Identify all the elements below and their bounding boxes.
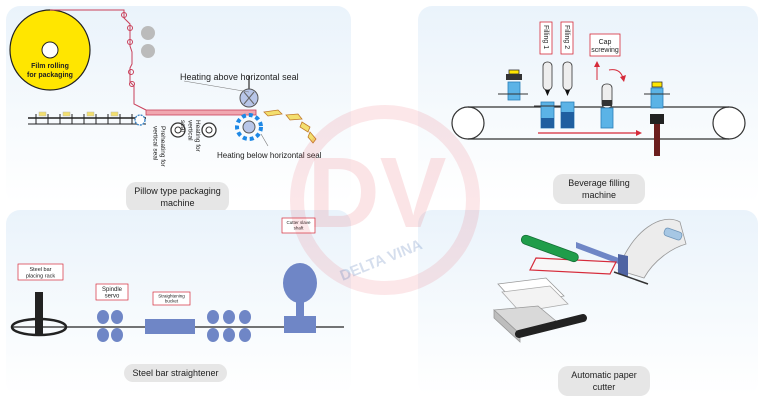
pillow-caption: Pillow type packaging machine: [126, 182, 229, 212]
filling-nozzle-1: [542, 61, 553, 91]
conveyor-products: [38, 111, 119, 117]
beverage-caption: Beverage filling machine: [553, 174, 645, 204]
bottle-capping: [600, 107, 614, 129]
film-tube: [145, 109, 257, 116]
upper-seal-jaw-mark: [243, 91, 255, 105]
film-path: [50, 9, 147, 111]
film-guide-roller: [121, 12, 127, 18]
placing-rack-post: [35, 292, 43, 334]
filling1-label: Filling 1: [542, 25, 549, 49]
cutter-column: [296, 302, 304, 316]
preheat-roller: [170, 122, 186, 138]
conveyor-pulley-left: [451, 106, 485, 140]
preheat-roller-hub: [174, 126, 182, 134]
pinch-roller: [141, 44, 155, 58]
paper-caption: Automatic paper cutter: [558, 366, 650, 396]
capper-base: [650, 114, 664, 124]
cutter-guide-bar: [613, 271, 649, 285]
film-guide-roller: [129, 81, 135, 87]
cutter-label-box: [281, 217, 316, 234]
placing-rack-label-box: [17, 263, 64, 281]
cap-screw-chuck: [602, 100, 612, 106]
heating-vertical-label: Heating forverticalseal: [179, 120, 201, 153]
paper-roll-sheet: [617, 218, 687, 279]
cut-sheet: [501, 285, 569, 313]
cutter-bracket: [618, 254, 628, 276]
cap-finished: [651, 81, 663, 88]
preheating-label-group: Preheating forvertical seal: [152, 126, 167, 168]
nozzle-tip-2: [565, 90, 570, 96]
filling2-label-box: [560, 21, 574, 55]
cap-feeder: [506, 74, 522, 80]
lift-arrow-head: [594, 61, 600, 67]
capper-post: [654, 124, 660, 156]
straightening-bucket: [145, 319, 195, 334]
filling2-label-group: Filling 2: [563, 25, 570, 49]
vertical-seal-roller-hub: [205, 126, 213, 134]
leader-line: [260, 133, 269, 147]
heating-below-label: Heating below horizontal seal: [217, 151, 322, 160]
flow-arrow-head: [636, 130, 642, 136]
paper-feed: [529, 257, 617, 275]
feed-roller: [520, 234, 579, 263]
film-guide-roller: [127, 25, 133, 31]
leader-line: [183, 80, 250, 93]
filling-nozzle-2: [562, 61, 573, 91]
cap-screwing-label-box: [589, 33, 621, 57]
forming-wheel: [134, 114, 146, 126]
spindle-label-box: [95, 283, 129, 301]
heating-vertical-label-group: Heating forverticalseal: [179, 120, 201, 153]
rotate-arrow-head: [620, 75, 626, 82]
conveyor-pushers: [35, 114, 133, 124]
spindle-rollers: [97, 310, 123, 342]
film-roll-core: [41, 41, 59, 59]
film-guide-roller: [127, 39, 133, 45]
lower-seal-jaw-hub: [242, 120, 256, 134]
bottle-finished: [650, 87, 664, 109]
filling2-label: Filling 2: [563, 25, 570, 49]
vertical-seal-roller: [201, 122, 217, 138]
filling1-label-group: Filling 1: [542, 25, 549, 49]
output-roller: [514, 314, 588, 338]
conveyor-pulley-right: [712, 106, 746, 140]
cutter-rail: [576, 242, 624, 266]
stack-tray-side: [493, 309, 521, 343]
filling1-label-box: [539, 21, 553, 55]
feed-rollers: [207, 310, 251, 342]
cutter-flywheel: [283, 263, 317, 303]
nozzle-tip-1: [545, 90, 550, 96]
cap: [508, 69, 520, 75]
pinch-roller: [141, 26, 155, 40]
liquid-level-1: [541, 118, 554, 128]
paper-cutter-diagram: [493, 218, 687, 343]
bucket-label-box: [152, 291, 191, 306]
heating-above-label: Heating above horizontal seal: [180, 72, 299, 82]
pillow-bags: [263, 109, 317, 144]
bottle: [507, 81, 521, 101]
liquid-level-2: [561, 112, 574, 128]
cutter-base: [284, 316, 316, 333]
paper-cutter-panel: Automatic paper cutter: [418, 210, 758, 396]
film-guide-roller: [128, 69, 134, 75]
steel-caption: Steel bar straightener: [124, 364, 227, 382]
lower-seal-jaw: [235, 113, 263, 141]
preheating-label: Preheating forvertical seal: [152, 126, 167, 168]
paper-roll-axle: [663, 227, 683, 241]
